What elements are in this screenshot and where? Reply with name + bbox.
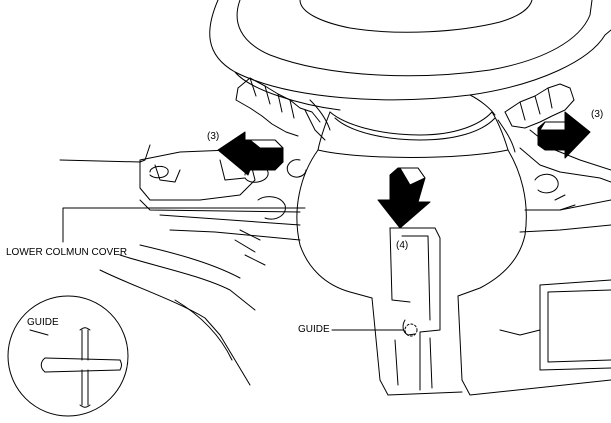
upper-column-cover: [317, 111, 509, 151]
callout-3-left: (3): [207, 131, 220, 142]
lower-column-cover-leader: [62, 207, 306, 243]
arrow-3-right: [537, 111, 591, 159]
arrow-3-left: [217, 131, 284, 176]
arrow-4-down: [377, 167, 431, 229]
lower-column-cover-label: LOWER COLMUN COVER: [6, 247, 128, 258]
guide-detail-view: [7, 295, 129, 417]
callout-4: (4): [396, 240, 409, 251]
dashboard-right: [461, 129, 611, 396]
steering-wheel: [209, 0, 611, 116]
left-combination-switch: [235, 77, 331, 141]
guide-detail-label: GUIDE: [27, 317, 59, 328]
guide-label: GUIDE: [298, 324, 330, 335]
callout-3-right: (3): [591, 109, 604, 120]
dashboard-left: [59, 144, 307, 386]
right-combination-switch: [497, 83, 575, 153]
guide-location-circle: [404, 323, 418, 337]
